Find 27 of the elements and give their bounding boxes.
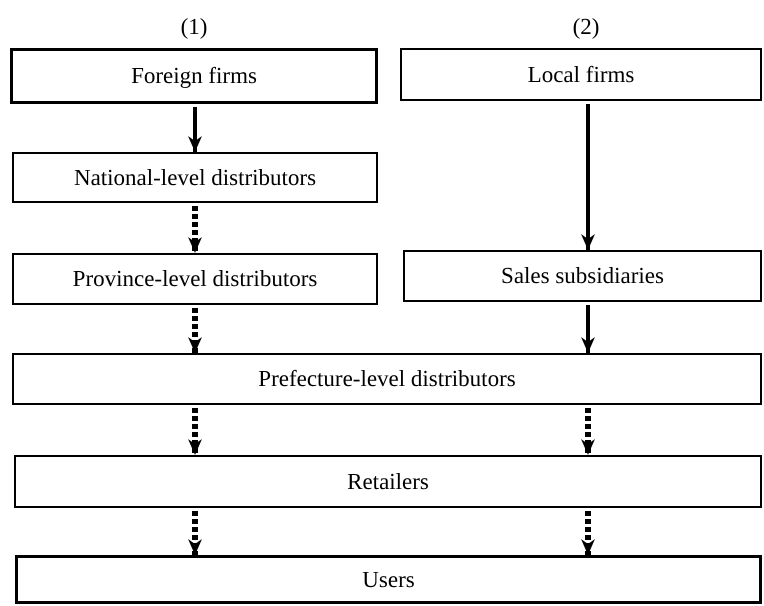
box-label: Foreign firms: [131, 63, 257, 89]
arrow: [188, 308, 202, 353]
process-box: [12, 152, 378, 203]
process-box: [10, 48, 378, 104]
box-label: Users: [362, 566, 415, 592]
arrow: [188, 206, 202, 253]
box-label: Province-level distributors: [72, 266, 318, 292]
arrow: [188, 408, 202, 455]
column-number: (2): [572, 14, 600, 40]
box-label: Retailers: [347, 468, 429, 494]
process-box: [15, 555, 762, 604]
column-number: (1): [180, 14, 208, 40]
process-box: [14, 455, 762, 508]
arrow: [581, 408, 595, 455]
box-label: National-level distributors: [74, 164, 316, 190]
process-box: [12, 253, 378, 305]
box-label: Local firms: [528, 62, 634, 88]
arrow: [188, 511, 202, 555]
process-box: [403, 250, 762, 302]
arrow: [188, 107, 202, 152]
process-box: [12, 353, 762, 405]
arrow: [581, 511, 595, 555]
arrow: [581, 305, 595, 353]
box-label: Prefecture-level distributors: [258, 366, 516, 392]
process-box: [400, 48, 762, 101]
box-label: Sales subsidiaries: [501, 263, 664, 289]
arrow: [581, 104, 595, 250]
